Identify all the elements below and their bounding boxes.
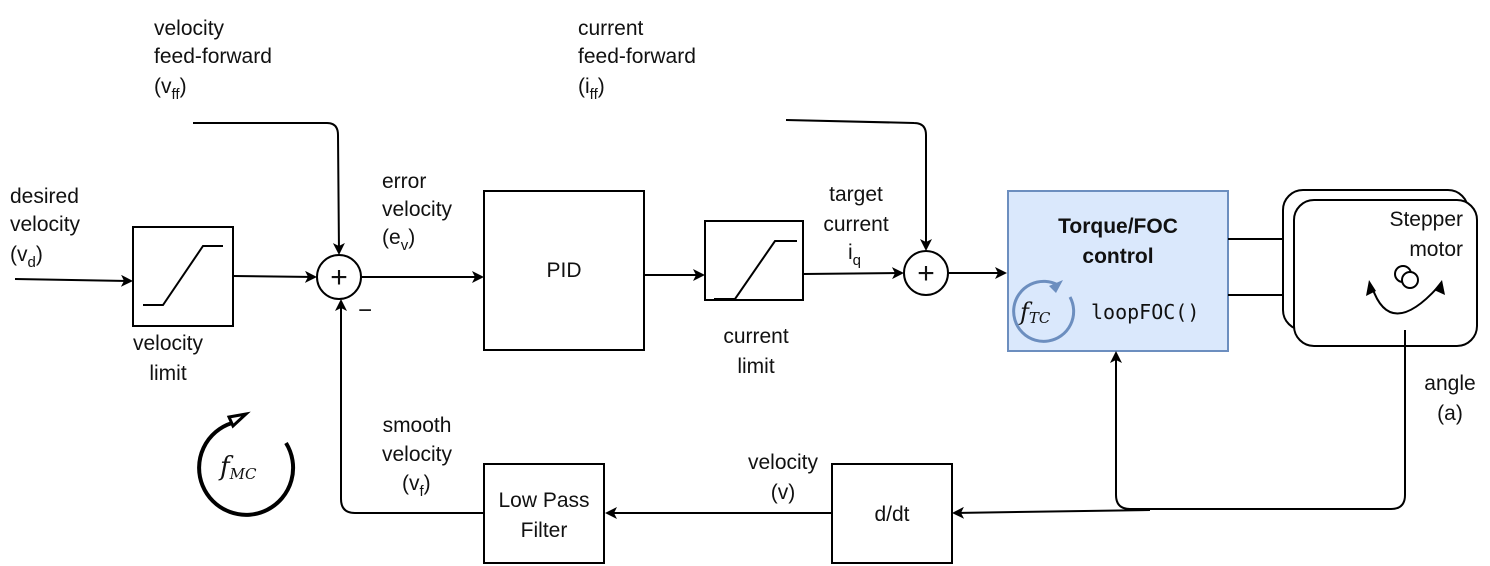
velocity-summing-junction: +: [316, 254, 362, 300]
smooth-velocity-label: smooth velocity (vf): [382, 414, 453, 500]
svg-text:Torque/FOC: Torque/FOC: [1058, 215, 1178, 238]
target-current-arrow: [802, 267, 904, 280]
saturation-icon: [143, 245, 223, 306]
current-summing-junction: +: [903, 250, 949, 296]
svg-text:feed-forward: feed-forward: [154, 45, 272, 68]
svg-text:(ev): (ev): [382, 226, 415, 254]
svg-text:target: target: [829, 183, 883, 206]
svg-text:error: error: [382, 170, 426, 193]
svg-text:current: current: [723, 325, 789, 348]
current-feedforward-arrow: [785, 119, 932, 251]
svg-text:control: control: [1082, 245, 1153, 268]
svg-text:Stepper: Stepper: [1389, 208, 1463, 231]
svg-text:velocity: velocity: [382, 198, 453, 221]
desired-velocity-arrow: [14, 274, 133, 287]
stepper-motor: Stepper motor: [1282, 189, 1478, 347]
svg-text:+: +: [917, 257, 935, 290]
smooth-velocity-feedback-arrow: [335, 299, 484, 514]
svg-text:PID: PID: [546, 259, 581, 282]
svg-text:feed-forward: feed-forward: [578, 45, 696, 68]
derivative-block: d/dt: [831, 463, 953, 564]
desired-velocity-label: desired velocity (vd): [10, 185, 81, 271]
svg-text:velocity: velocity: [382, 443, 453, 466]
svg-text:Low Pass: Low Pass: [498, 489, 589, 512]
error-velocity-label: error velocity (ev): [382, 170, 453, 254]
svg-text:desired: desired: [10, 185, 79, 208]
svg-text:motor: motor: [1409, 238, 1463, 261]
svg-text:current: current: [578, 17, 644, 40]
svg-text:fMC: fMC: [218, 452, 257, 483]
svg-text:angle: angle: [1424, 372, 1475, 395]
svg-text:smooth: smooth: [383, 414, 452, 437]
svg-text:Filter: Filter: [521, 519, 568, 542]
velocity-feedforward-label: velocity feed-forward (vff): [154, 17, 272, 103]
svg-text:(vf): (vf): [402, 472, 431, 500]
torque-foc-block: Torque/FOC control loopFOC() fTC: [1007, 190, 1229, 352]
svg-text:limit: limit: [737, 355, 774, 378]
loop-frequency-mc-icon: fMC: [197, 411, 296, 517]
svg-text:(vd): (vd): [10, 243, 43, 271]
svg-text:+: +: [330, 261, 348, 294]
pid-block: PID: [483, 190, 645, 351]
low-pass-filter-block: Low Pass Filter: [483, 463, 605, 564]
angle-label: angle (a): [1424, 372, 1475, 425]
loopfoc-function: loopFOC(): [1091, 300, 1199, 324]
svg-text:d/dt: d/dt: [874, 503, 909, 526]
svg-text:velocity: velocity: [748, 451, 819, 474]
current-limit-block: current limit: [704, 220, 804, 378]
shaft-icon: [1394, 265, 1419, 289]
saturation-icon: [714, 240, 797, 300]
minus-sign: −: [358, 297, 372, 324]
svg-text:limit: limit: [149, 362, 186, 385]
velocity-label: velocity (v): [748, 451, 819, 504]
velocity-feedforward-arrow: [193, 122, 345, 255]
angle-to-foc-arrow: [1110, 330, 1406, 510]
svg-text:current: current: [823, 213, 889, 236]
limited-velocity-arrow: [232, 270, 317, 283]
svg-text:(iff): (iff): [578, 75, 605, 103]
rotation-arrow-icon: [1371, 286, 1439, 315]
current-feedforward-label: current feed-forward (iff): [578, 17, 696, 103]
svg-text:velocity: velocity: [133, 332, 204, 355]
angle-to-ddt-arrow: [952, 506, 1151, 519]
svg-text:velocity: velocity: [10, 213, 81, 236]
svg-text:velocity: velocity: [154, 17, 225, 40]
target-current-label: target current iq: [823, 183, 889, 269]
svg-text:(a): (a): [1437, 402, 1463, 425]
svg-text:iq: iq: [848, 241, 861, 269]
velocity-limit-block: velocity limit: [132, 226, 234, 385]
svg-text:(vff): (vff): [154, 75, 187, 103]
svg-text:(v): (v): [771, 481, 796, 504]
